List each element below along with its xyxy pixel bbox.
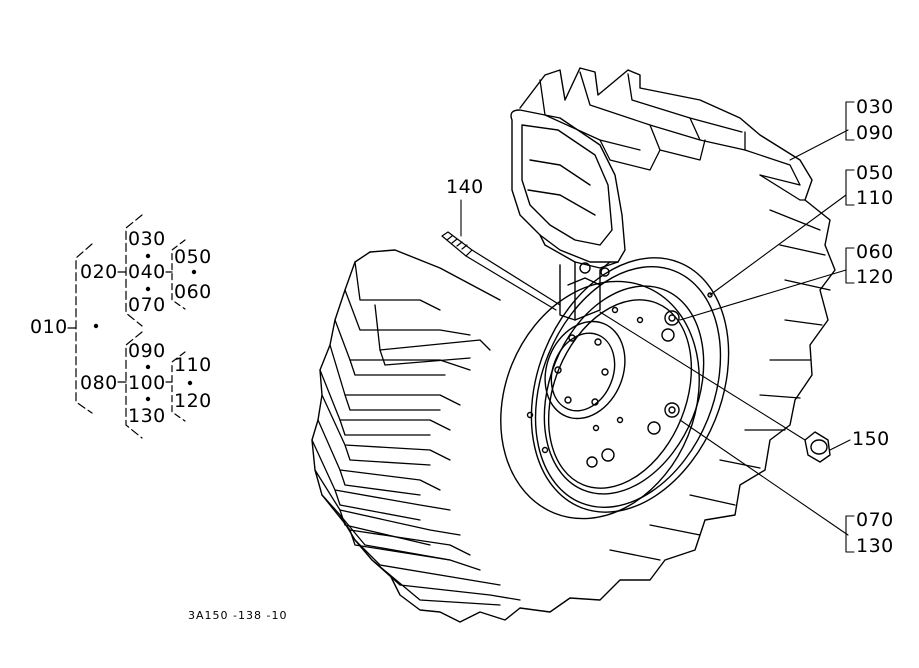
assembly-tree-brackets (67, 214, 186, 439)
tread-lugs-front (311, 261, 521, 606)
leader-lines (460, 129, 851, 536)
hex-bolt (804, 431, 831, 463)
tree-label-060: 060 (174, 281, 212, 303)
tire-outline (311, 67, 836, 623)
fender (510, 109, 626, 321)
tree-label-070: 070 (128, 294, 166, 316)
callout-130: 130 (856, 535, 894, 557)
callout-120: 120 (856, 266, 894, 288)
tree-label-110: 110 (174, 354, 212, 376)
callout-110: 110 (856, 187, 894, 209)
tree-label-120: 120 (174, 390, 212, 412)
callout-090: 090 (856, 122, 894, 144)
tread-lugs (539, 71, 831, 561)
tree-label-010: 010 (30, 316, 68, 338)
tree-dots (93, 253, 197, 402)
tree-label-050: 050 (174, 246, 212, 268)
callout-030: 030 (856, 96, 894, 118)
callout-140: 140 (446, 176, 484, 198)
tree-label-030: 030 (128, 228, 166, 250)
callout-070: 070 (856, 509, 894, 531)
callout-150: 150 (852, 428, 890, 450)
wheel-rim (500, 257, 730, 520)
tree-label-130: 130 (128, 405, 166, 427)
stud-bolt (441, 231, 561, 311)
tree-label-080: 080 (80, 372, 118, 394)
tree-label-100: 100 (128, 372, 166, 394)
callout-050: 050 (856, 162, 894, 184)
drawing-code: 3A150 -138 -10 (188, 609, 288, 622)
callout-brackets (845, 101, 855, 553)
tree-label-020: 020 (80, 261, 118, 283)
tree-label-040: 040 (128, 261, 166, 283)
tree-label-090: 090 (128, 340, 166, 362)
callout-060: 060 (856, 241, 894, 263)
